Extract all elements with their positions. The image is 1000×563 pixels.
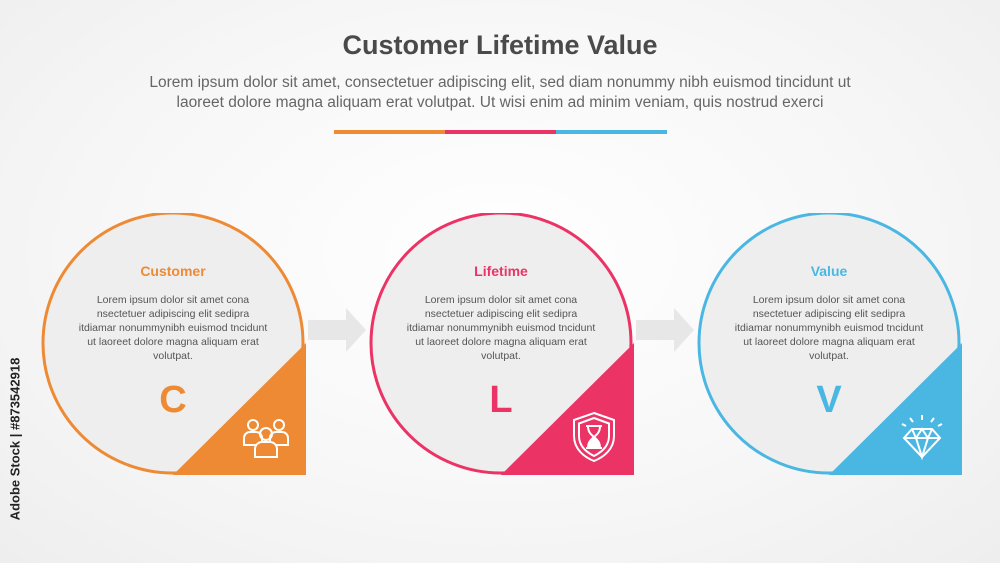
diamond-icon bbox=[901, 415, 943, 461]
step-letter: C bbox=[159, 379, 187, 421]
step-lifetime: Lifetime Lorem ipsum dolor sit amet cona… bbox=[366, 213, 636, 475]
subtitle-line-2: laoreet dolore magna aliquam erat volutp… bbox=[176, 94, 824, 111]
step-customer: Customer Lorem ipsum dolor sit amet cona… bbox=[38, 213, 308, 475]
subtitle-line-1: Lorem ipsum dolor sit amet, consectetuer… bbox=[149, 74, 851, 91]
arrow-right-icon bbox=[308, 308, 366, 352]
step-description: Lorem ipsum dolor sit amet cona nsectetu… bbox=[406, 294, 596, 362]
stock-watermark: Adobe Stock | #873542918 bbox=[6, 324, 24, 554]
step-letter: L bbox=[489, 379, 513, 421]
step-value: Value Lorem ipsum dolor sit amet cona ns… bbox=[694, 213, 964, 475]
step-description: Lorem ipsum dolor sit amet cona nsectetu… bbox=[734, 294, 924, 362]
watermark-text: Adobe Stock | #873542918 bbox=[7, 357, 23, 521]
step-circle-shape bbox=[369, 213, 634, 475]
divider-segment-3 bbox=[556, 130, 667, 134]
step-letter: V bbox=[816, 379, 842, 421]
hourglass-shield-icon bbox=[573, 411, 615, 463]
step-title: Customer bbox=[140, 263, 206, 279]
people-group-icon bbox=[243, 419, 289, 458]
step-circle-shape bbox=[697, 213, 962, 475]
divider-segment-1 bbox=[334, 130, 445, 134]
step-description: Lorem ipsum dolor sit amet cona nsectetu… bbox=[78, 294, 268, 362]
page-title: Customer Lifetime Value bbox=[342, 30, 658, 60]
arrow-right-icon bbox=[636, 308, 694, 352]
step-title: Lifetime bbox=[474, 263, 528, 279]
step-title: Value bbox=[810, 263, 848, 279]
page-subtitle: Lorem ipsum dolor sit amet, consectetuer… bbox=[60, 73, 940, 113]
divider-segment-2 bbox=[445, 130, 556, 134]
